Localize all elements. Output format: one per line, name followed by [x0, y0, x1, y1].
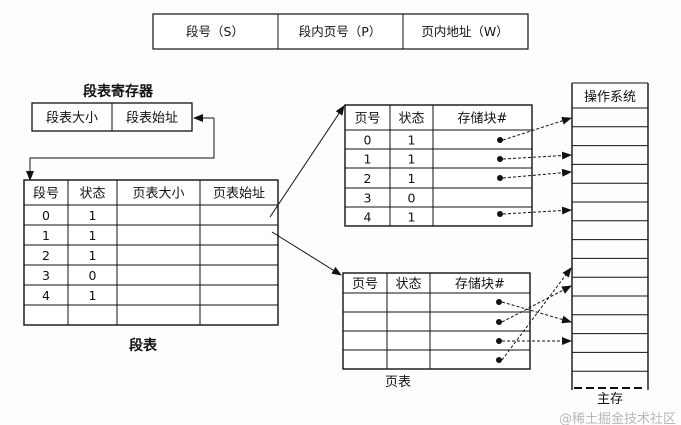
table-cell: 1: [408, 210, 416, 225]
table-cell: 1: [42, 228, 50, 243]
column-header: 存储块#: [458, 112, 508, 127]
table-cell: 1: [408, 133, 416, 148]
column-header: 状态: [395, 277, 421, 292]
segment-table-caption: 段表: [129, 337, 158, 354]
table-cell: 1: [89, 248, 97, 263]
table-cell: 1: [89, 288, 97, 303]
column-header: 页表大小: [132, 187, 184, 202]
frame-mapping-arrow: [501, 301, 572, 324]
register-start: 段表始址: [126, 111, 178, 126]
register-to-table-arrow: [26, 118, 215, 181]
frame-pointer-dot: [496, 338, 502, 344]
frame-pointer-dot: [497, 137, 503, 143]
field-segment-number: 段号（S）: [186, 24, 244, 39]
table-cell: 1: [364, 152, 372, 167]
register-size: 段表大小: [46, 111, 98, 126]
page-table-caption: 页表: [385, 375, 411, 390]
table-cell: 2: [42, 248, 50, 263]
main-memory-caption: 主存: [597, 392, 623, 407]
table-cell: 4: [42, 288, 50, 303]
table-cell: 1: [89, 228, 97, 243]
frame-mapping-arrow: [501, 285, 572, 323]
segment-table-register: 段表寄存器 段表大小 段表始址: [26, 83, 215, 181]
field-page-offset: 页内地址（W）: [421, 24, 508, 39]
table-cell: 1: [408, 171, 416, 186]
frame-pointer-dot: [497, 156, 503, 162]
mapping-arrows: [269, 105, 572, 363]
table-cell: 0: [42, 208, 50, 223]
table-cell: 0: [364, 133, 372, 148]
page-table-2: 页号 状态 存储块#: [342, 272, 531, 370]
column-header: 段号: [33, 187, 59, 202]
frame-pointer-dot: [497, 175, 503, 181]
column-header: 页号: [352, 277, 378, 292]
table-cell: 0: [89, 268, 97, 283]
frame-mapping-arrow: [502, 116, 572, 141]
frame-pointer-dot: [497, 211, 503, 217]
column-header: 页号: [354, 112, 380, 127]
page-table-1: 页号 0 1 2 3 4 状态 1 1 1 0 1 存储块#: [344, 104, 533, 227]
table-cell: 0: [408, 191, 416, 206]
table-cell: 3: [364, 191, 372, 206]
frame-mapping-arrow: [501, 267, 572, 361]
segment0-to-pagetable-arrow: [269, 105, 345, 218]
watermark: @稀土掘金技术社区: [559, 411, 676, 425]
frame-pointer-dot: [496, 357, 502, 363]
column-header: 状态: [398, 112, 424, 127]
frame-mapping-arrow: [502, 151, 572, 160]
frame-mapping-arrow: [502, 206, 572, 215]
register-title: 段表寄存器: [83, 83, 154, 100]
table-cell: 1: [89, 208, 97, 223]
column-header: 状态: [79, 187, 105, 202]
segment-table: 段号 0 1 2 3 4 状态 1 1 1 0 1 页表大小 页表始址: [23, 179, 279, 326]
main-memory: 操作系统: [571, 82, 649, 390]
table-cell: 3: [42, 268, 50, 283]
table-cell: 1: [408, 152, 416, 167]
table-cell: 4: [364, 210, 372, 225]
frame-pointer-dot: [496, 319, 502, 325]
segment1-to-pagetable-arrow: [271, 231, 342, 276]
logical-address-format: 段号（S） 段内页号（P） 页内地址（W）: [152, 13, 529, 50]
field-page-number: 段内页号（P）: [299, 24, 382, 39]
table-cell: 2: [364, 171, 372, 186]
column-header: 存储块#: [455, 277, 505, 292]
frame-mapping-arrow: [502, 168, 572, 179]
column-header: 页表始址: [213, 187, 265, 202]
os-region-label: 操作系统: [584, 89, 636, 105]
frame-pointer-dot: [496, 299, 502, 305]
